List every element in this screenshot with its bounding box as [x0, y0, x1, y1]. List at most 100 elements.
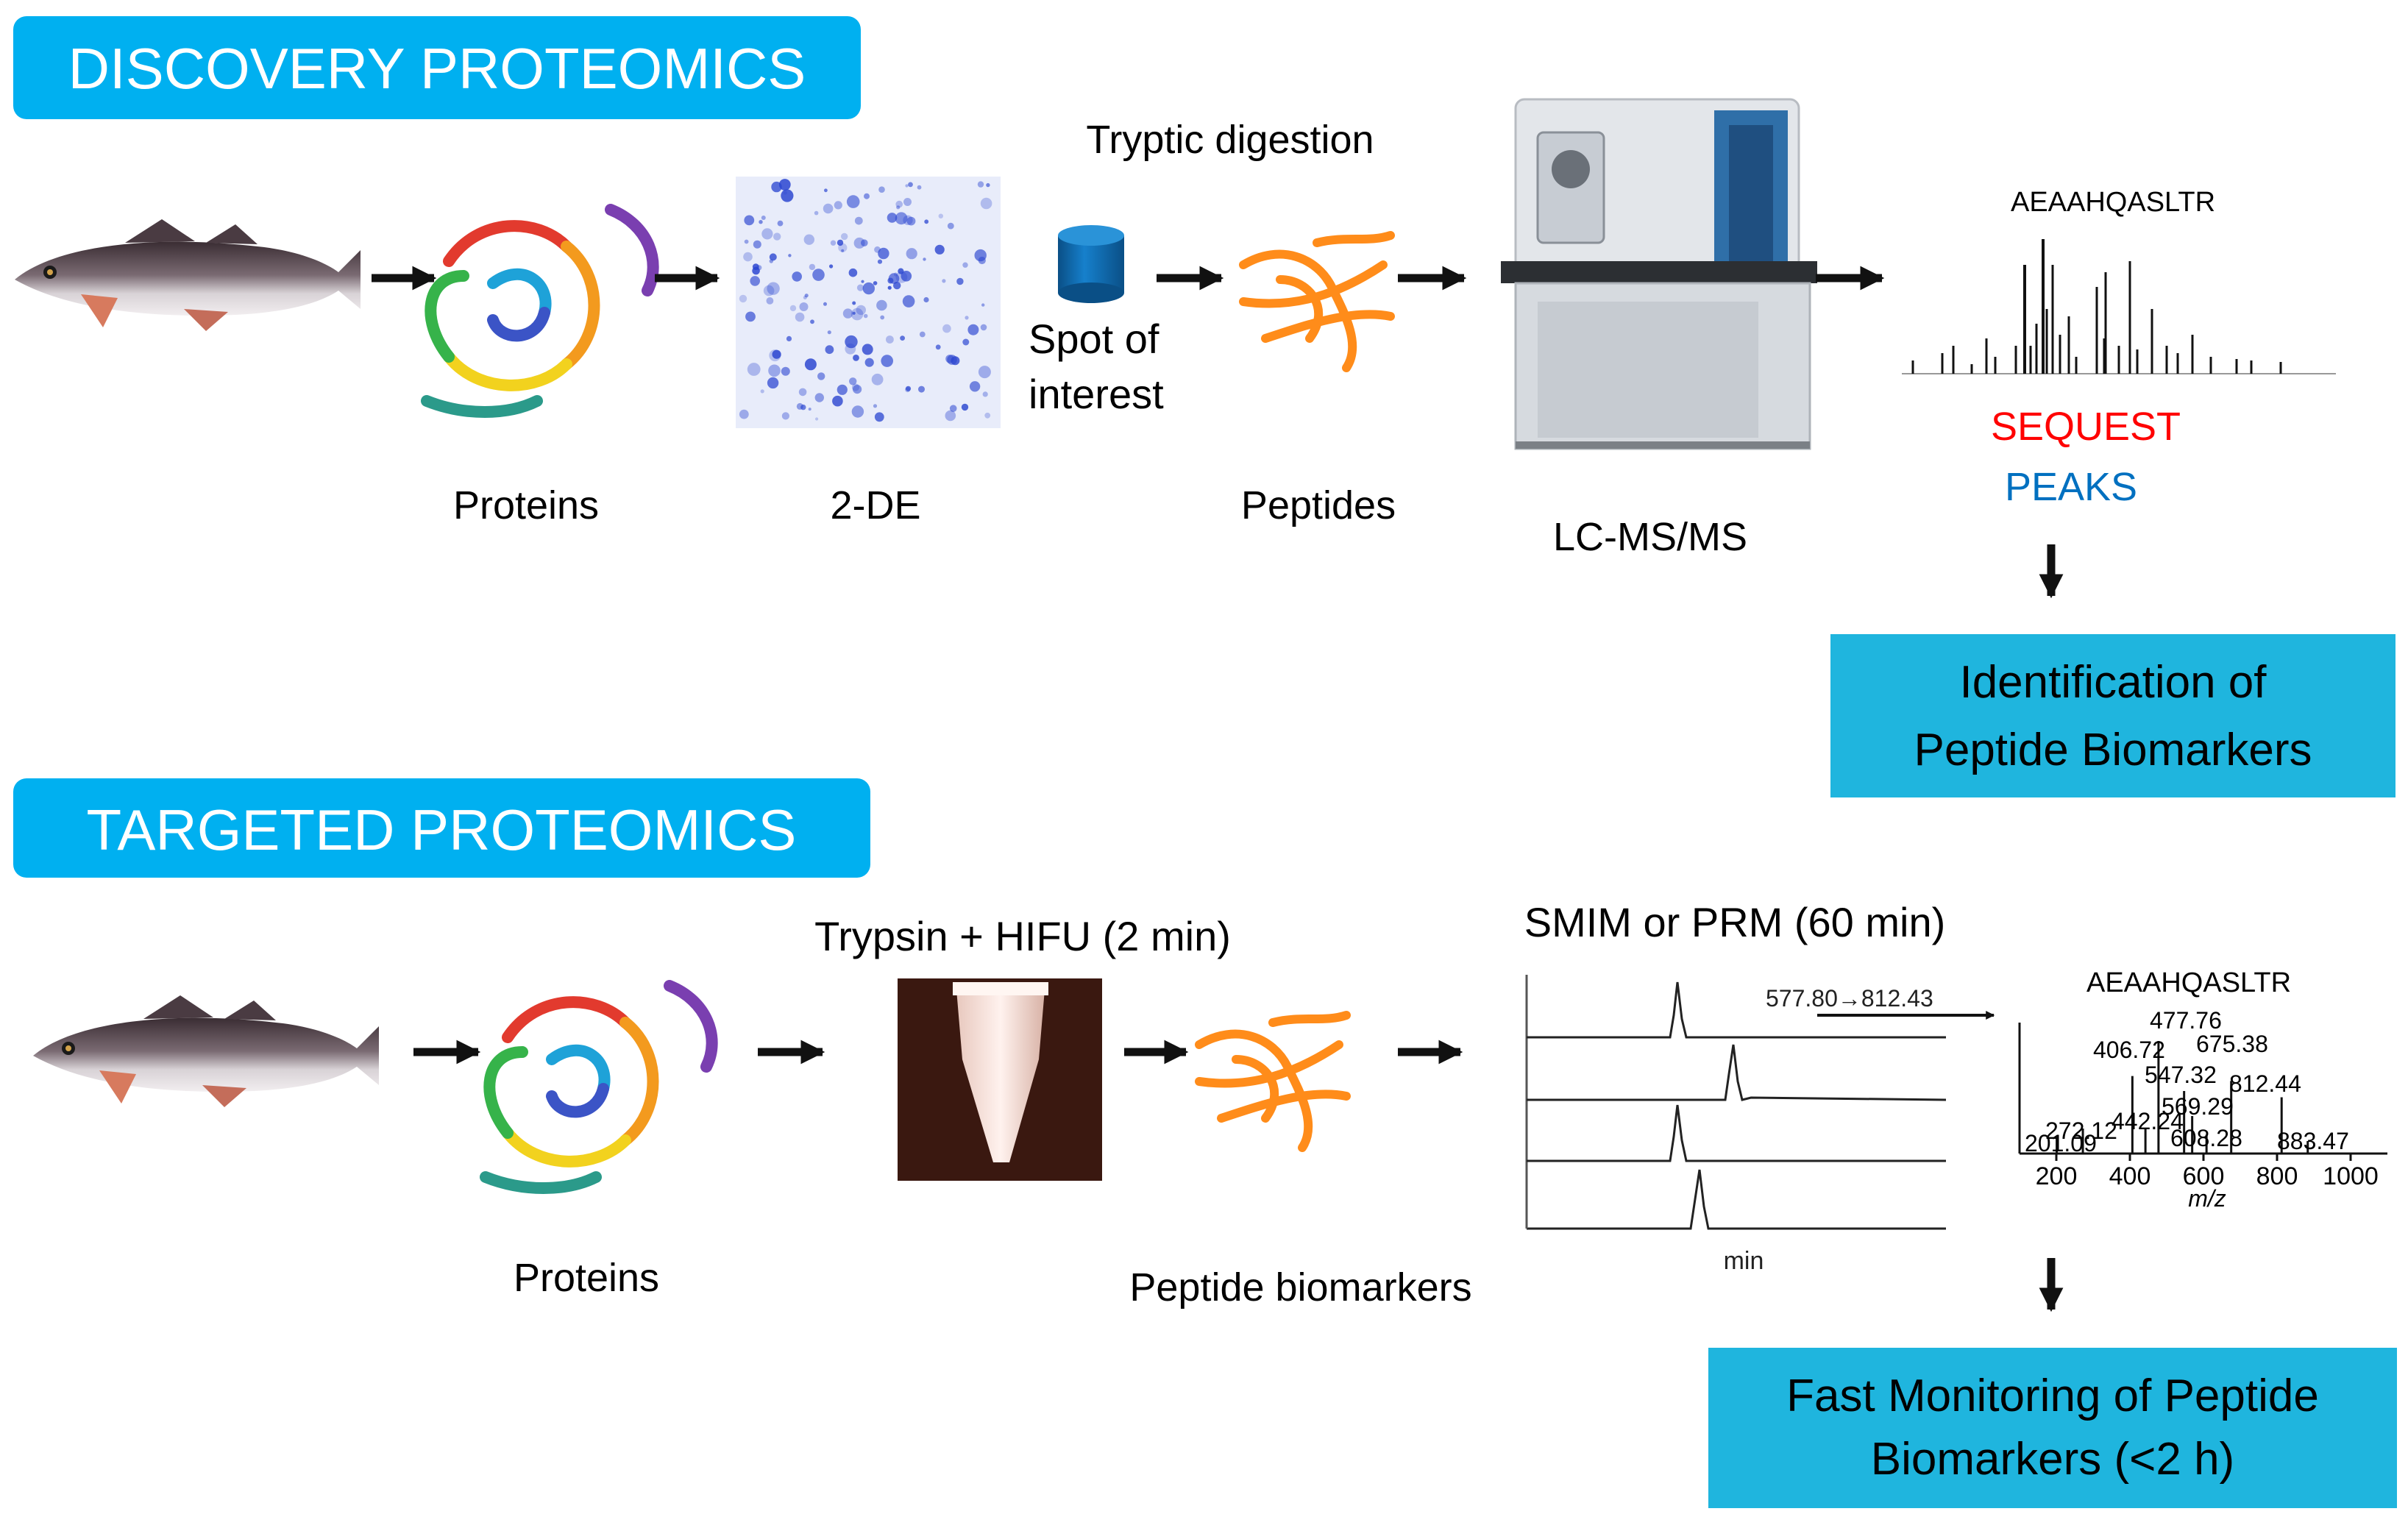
transition-label: 577.80→812.43: [1766, 985, 1933, 1012]
gel-spot: [924, 219, 929, 224]
gel-spot: [874, 412, 884, 422]
label-lcmsms: LC-MS/MS: [1553, 515, 1747, 559]
gel-spot: [854, 216, 863, 225]
ms2-peak-label-5: 812.44: [2229, 1070, 2301, 1097]
gel-spot: [980, 197, 992, 210]
gel-spot: [881, 355, 893, 367]
software-peaks: PEAKS: [2005, 465, 2137, 509]
gel-spot: [864, 193, 870, 199]
gel-spot: [919, 331, 926, 338]
gel-spot: [761, 228, 773, 240]
gel-spot: [900, 335, 905, 341]
gel-spot: [744, 239, 749, 244]
gel-spot: [906, 216, 916, 226]
gel-spot: [851, 405, 864, 418]
discovery-spectrum: AEAAHQASLTR: [1902, 187, 2336, 374]
gel-spot: [829, 264, 834, 269]
gel-spot: [752, 263, 759, 270]
gel-spot: [781, 412, 789, 420]
gel-spot: [810, 319, 814, 324]
gel-spot: [876, 299, 887, 311]
gel-spot: [800, 404, 806, 411]
gel-spot: [781, 189, 794, 202]
ms2-peak-label-6: 569.29: [2162, 1093, 2234, 1120]
gel-spot: [849, 377, 857, 385]
peptide-biomarkers-icon: [1195, 1011, 1351, 1152]
gel-spot: [861, 239, 868, 247]
fish-icon: [15, 219, 361, 331]
gel-spot: [938, 213, 944, 218]
gel-spot: [934, 244, 945, 255]
gel-spot: [788, 254, 792, 257]
gel-spot: [923, 257, 926, 261]
gel-spot: [823, 203, 834, 214]
targeted-header-box: [13, 778, 870, 878]
gel-spot: [817, 372, 825, 380]
gel-spot: [905, 184, 909, 188]
gel-spot: [804, 294, 809, 298]
gel-spot: [982, 391, 988, 397]
gel-spot: [834, 201, 842, 210]
gel-spot: [974, 249, 987, 262]
xic-trace-4: [1527, 1169, 1946, 1230]
spot-of-interest-line1: Spot of: [1029, 316, 1159, 362]
gel-spot: [906, 248, 917, 260]
gel-spot: [969, 381, 981, 392]
label-peptides: Peptides: [1241, 483, 1396, 527]
gel-spot: [864, 358, 874, 367]
gel-spot: [803, 234, 815, 245]
gel-spot: [812, 269, 825, 281]
protein-structure-icon: [421, 204, 659, 418]
ms2-axis-label: m/z: [2188, 1185, 2226, 1212]
gel-spot: [984, 412, 991, 419]
gel-spot: [841, 249, 845, 252]
gel-spot: [853, 237, 865, 249]
ms2-peak-label-10: 608.28: [2170, 1125, 2242, 1151]
gel-spot: [895, 271, 908, 283]
software-sequest: SEQUEST: [1991, 405, 2181, 449]
gel-spot: [773, 232, 781, 241]
gel-spot: [842, 308, 853, 319]
gel-spot: [739, 409, 749, 419]
gel-spot: [837, 239, 844, 246]
gel-spot: [965, 316, 969, 320]
ms2-peak-label-8: 442.24: [2112, 1108, 2184, 1134]
spot-of-interest-line2: interest: [1029, 371, 1164, 417]
gel-spot: [908, 182, 913, 188]
gel-spot: [856, 284, 864, 291]
gel-spot: [861, 280, 864, 283]
gel-spot: [768, 364, 781, 377]
gel-spot: [769, 253, 777, 261]
ms2-peak-label-1: 477.76: [2150, 1007, 2222, 1034]
xic-trace-3: [1527, 1104, 1946, 1162]
2de-gel-image: [736, 177, 1001, 428]
ms2-peak-label-2: 406.72: [2093, 1037, 2165, 1063]
gel-spot: [967, 324, 979, 335]
gel-spot: [759, 220, 763, 224]
gel-spot: [792, 271, 802, 282]
ms2-peak-label-4: 547.32: [2145, 1062, 2217, 1088]
gel-spot: [823, 302, 827, 306]
gel-spot: [767, 377, 779, 389]
gel-spot: [942, 279, 946, 283]
targeted-result-line1: Fast Monitoring of Peptide: [1786, 1371, 2319, 1421]
trypsin-hifu-label: Trypsin + HIFU (2 min): [814, 913, 1231, 959]
gel-spot: [837, 384, 848, 395]
gel-spot: [772, 349, 781, 359]
gel-spot: [942, 324, 951, 333]
discovery-header: DISCOVERY PROTEOMICS: [68, 36, 806, 101]
gel-spot: [808, 408, 811, 411]
gel-spot: [878, 186, 885, 193]
gel-spot: [832, 395, 843, 407]
targeted-section: TARGETED PROTEOMICS Trypsin: [13, 778, 2397, 1508]
gel-spot: [945, 410, 956, 422]
ms2-tick-label: 600: [2183, 1162, 2225, 1190]
tryptic-digestion-label: Tryptic digestion: [1086, 118, 1374, 162]
gel-spot: [949, 405, 957, 412]
gel-spot: [753, 240, 761, 249]
gel-spot: [747, 363, 761, 376]
ms2-peak-label-7: 272.12: [2045, 1117, 2117, 1144]
gel-spot: [767, 282, 780, 295]
